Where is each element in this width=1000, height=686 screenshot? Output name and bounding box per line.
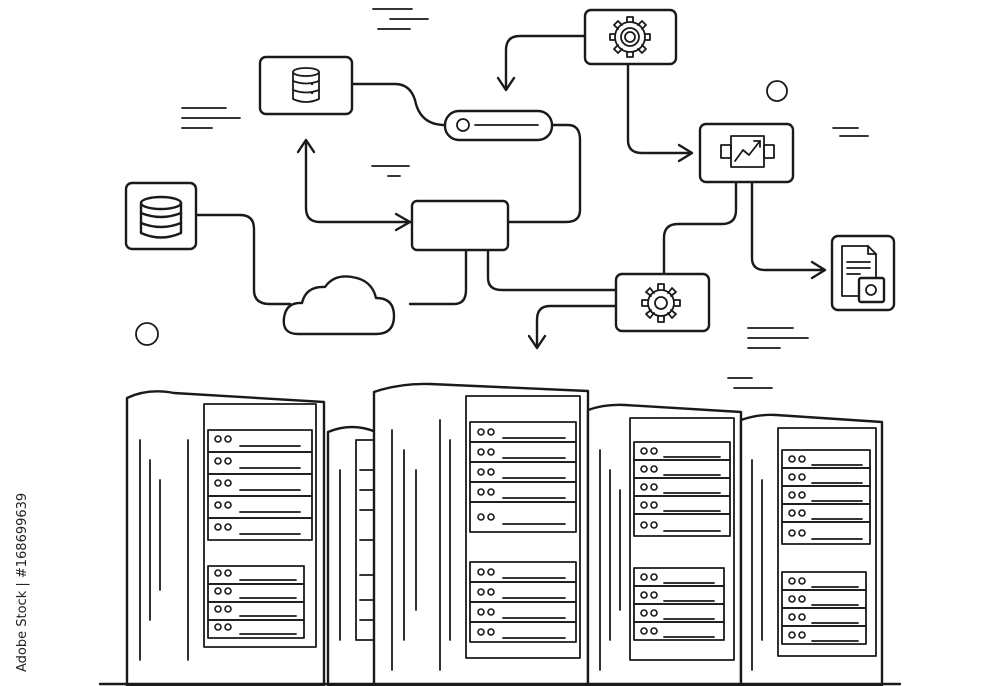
connector-db-to-pill xyxy=(350,82,447,127)
rack-units xyxy=(781,449,871,645)
connector-chart-to-gear xyxy=(662,180,738,276)
rack-units xyxy=(469,421,577,643)
server-rack-icon xyxy=(739,413,884,686)
connector-gear-to-chart xyxy=(626,62,692,155)
stock-watermark: Adobe Stock | #168699639 xyxy=(15,493,30,672)
rack-units xyxy=(207,429,313,639)
decor-circle-right xyxy=(766,80,788,102)
rack-units xyxy=(633,441,731,641)
processing-node xyxy=(410,199,510,252)
server-rack-icon xyxy=(326,425,378,686)
chart-node xyxy=(698,122,795,184)
document-icon xyxy=(841,245,886,304)
database-node-top xyxy=(258,55,354,116)
arrowhead-doc xyxy=(810,260,827,280)
document-node xyxy=(830,234,896,312)
database-icon xyxy=(139,195,183,239)
connector-gear-down xyxy=(535,304,618,348)
decorative-marks xyxy=(135,8,869,389)
database-node-left xyxy=(124,181,198,251)
connector-center-to-gear xyxy=(486,248,618,292)
server-rack-icon xyxy=(372,382,590,686)
connector-gear-to-down xyxy=(504,34,587,90)
pipe-node xyxy=(443,109,554,142)
diagram-connectors xyxy=(194,34,827,350)
gear-icon xyxy=(609,16,651,58)
gear-icon xyxy=(641,283,681,323)
cloud-icon xyxy=(282,275,396,336)
connector-chart-to-doc xyxy=(750,180,826,272)
gear-node-top xyxy=(583,8,678,66)
arrowhead-down-top xyxy=(496,76,516,92)
connector-center-to-db xyxy=(304,140,414,224)
database-icon xyxy=(292,67,320,103)
watermark-text: Adobe Stock | #168699639 xyxy=(15,493,30,672)
arrowhead-up xyxy=(296,138,316,154)
decor-circle-left xyxy=(135,322,159,346)
server-rack-icon xyxy=(125,390,326,686)
connector-cloud-to-center xyxy=(408,248,468,306)
arrowhead-chart xyxy=(677,143,694,163)
arrowhead-down-bottom xyxy=(527,334,547,350)
arrowhead-center xyxy=(394,212,412,232)
connector-pill-to-center xyxy=(506,123,582,224)
chart-icon xyxy=(720,135,775,168)
connector-db-to-cloud xyxy=(194,213,292,306)
server-racks xyxy=(98,382,902,686)
server-rack-icon xyxy=(586,403,743,686)
gear-node-bottom xyxy=(614,272,711,333)
